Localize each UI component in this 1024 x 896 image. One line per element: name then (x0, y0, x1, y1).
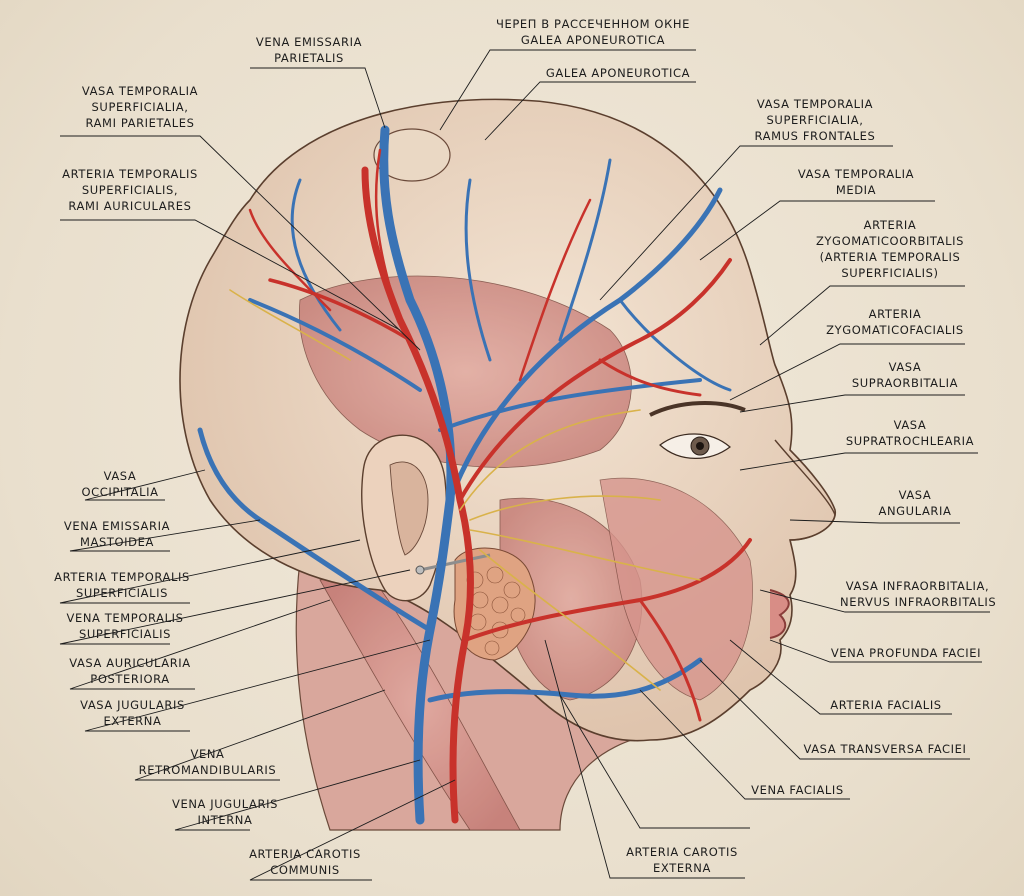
label-vena-profunda-faciei: VENA PROFUNDA FACIEI (830, 646, 982, 660)
veins (197, 125, 732, 825)
label-vasa-transversa-faciei: VASA TRANSVERSA FACIEI (803, 742, 967, 756)
label-galea-aponeurotica: GALEA APONEUROTICA (545, 66, 691, 80)
eyebrow (649, 401, 746, 417)
skull-window (373, 128, 451, 182)
label-arteria-facialis: ARTERIA FACIALIS (830, 698, 942, 712)
nerves (229, 289, 701, 691)
arteries (248, 148, 752, 824)
label-vena-facialis: VENA FACIALIS (751, 783, 844, 797)
nose (774, 439, 836, 541)
probe (419, 553, 491, 572)
leader-lines (59, 49, 990, 881)
parotid-gland (453, 547, 536, 661)
masseter-muscle (499, 497, 643, 701)
ear-inner (389, 461, 429, 556)
lips (769, 589, 790, 639)
label-vasa-infraorbitalia: VASA INFRAORBITALIA,NERVUS INFRAORBITALI… (840, 579, 997, 609)
